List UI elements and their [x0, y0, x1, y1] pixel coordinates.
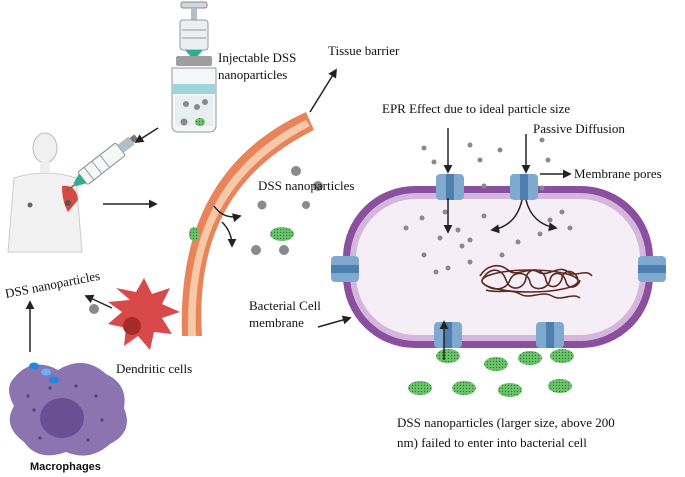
syringe-vial-icon	[171, 1, 217, 133]
injectable-label-line1: Injectable DSS	[218, 50, 296, 65]
bacterial-cell-label-line2: membrane	[249, 315, 304, 330]
failed-entry-label-line2: nm) failed to enter into bacterial cell	[397, 435, 587, 450]
failed-entry-label-line1: DSS nanoparticles (larger size, above 20…	[397, 415, 615, 430]
dna-coil-icon	[479, 264, 593, 299]
arrows	[25, 68, 572, 360]
macrophages-label: Macrophages	[30, 461, 101, 473]
human-body-icon	[7, 132, 83, 253]
dss-nanoparticles-mid-label: DSS nanoparticles	[258, 178, 354, 193]
large-particle-in-tissue	[189, 227, 199, 241]
macrophage-icon	[9, 362, 127, 456]
dendritic-cells-label: Dendritic cells	[116, 361, 192, 376]
injectable-label-line2: nanoparticles	[218, 67, 287, 82]
porin-channel-icon	[331, 174, 666, 348]
epr-effect-label: EPR Effect due to ideal particle size	[382, 101, 570, 116]
bacterial-cell-icon	[331, 174, 666, 348]
dendritic-cell-icon	[108, 278, 180, 350]
small-particles	[89, 137, 573, 314]
tissue-barrier	[181, 112, 314, 336]
membrane-pores-label: Membrane pores	[574, 166, 662, 181]
large-particles	[270, 227, 574, 397]
bacterial-cell-label-line1: Bacterial Cell	[249, 298, 321, 313]
passive-diffusion-label: Passive Diffusion	[533, 121, 625, 136]
tissue-barrier-label: Tissue barrier	[328, 43, 400, 58]
